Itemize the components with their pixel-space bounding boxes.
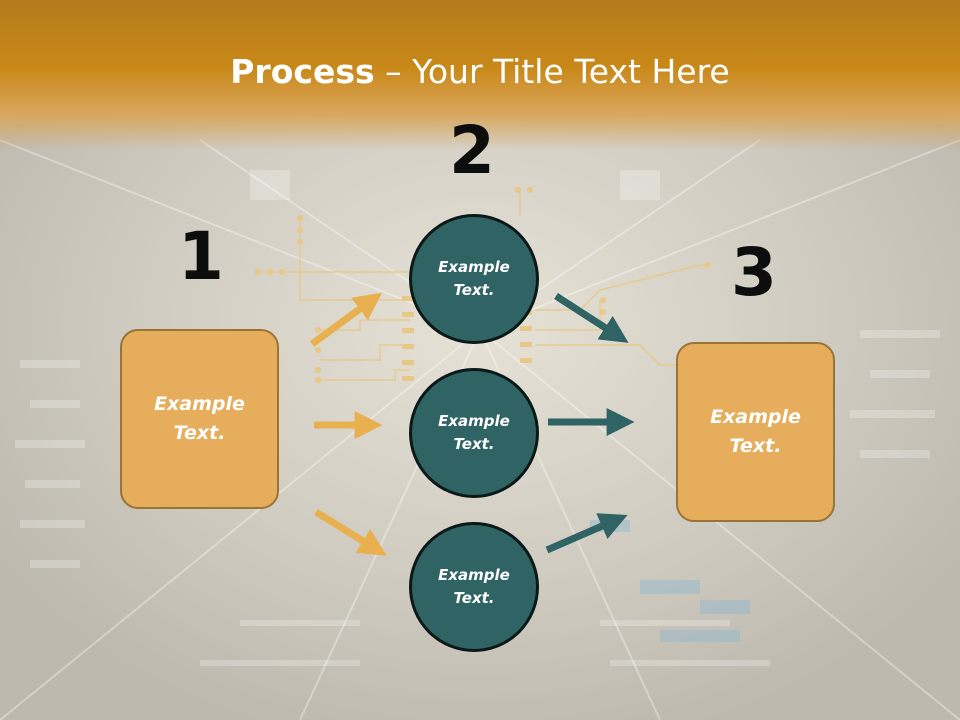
title-rest: – Your Title Text Here <box>374 52 730 91</box>
left-box-line1: Example <box>154 393 245 415</box>
arrow-from-circle-1 <box>554 293 629 343</box>
left-box-line2: Text. <box>173 422 226 444</box>
circle-1-line1: Example <box>438 258 510 276</box>
arrow-to-circle-3 <box>314 509 387 556</box>
circle-1: Example Text. <box>409 214 539 344</box>
left-box: Example Text. <box>120 329 279 509</box>
circle-2-line1: Example <box>438 412 510 430</box>
slide-title: Process – Your Title Text Here <box>0 52 960 91</box>
step-number-3: 3 <box>731 234 777 311</box>
circle-1-line2: Text. <box>453 281 495 299</box>
right-box-line1: Example <box>710 406 801 428</box>
title-banner <box>0 0 960 150</box>
step-number-2: 2 <box>449 112 495 189</box>
circle-3-line1: Example <box>438 566 510 584</box>
title-bold: Process <box>230 52 375 91</box>
right-box-line2: Text. <box>729 435 782 457</box>
arrow-to-circle-1 <box>309 292 383 347</box>
arrow-from-circle-3 <box>545 513 628 554</box>
right-box: Example Text. <box>676 342 835 522</box>
circle-3-line2: Text. <box>453 589 495 607</box>
circle-3: Example Text. <box>409 522 539 652</box>
step-number-1: 1 <box>178 218 224 295</box>
circle-2: Example Text. <box>409 368 539 498</box>
circle-2-line2: Text. <box>453 435 495 453</box>
